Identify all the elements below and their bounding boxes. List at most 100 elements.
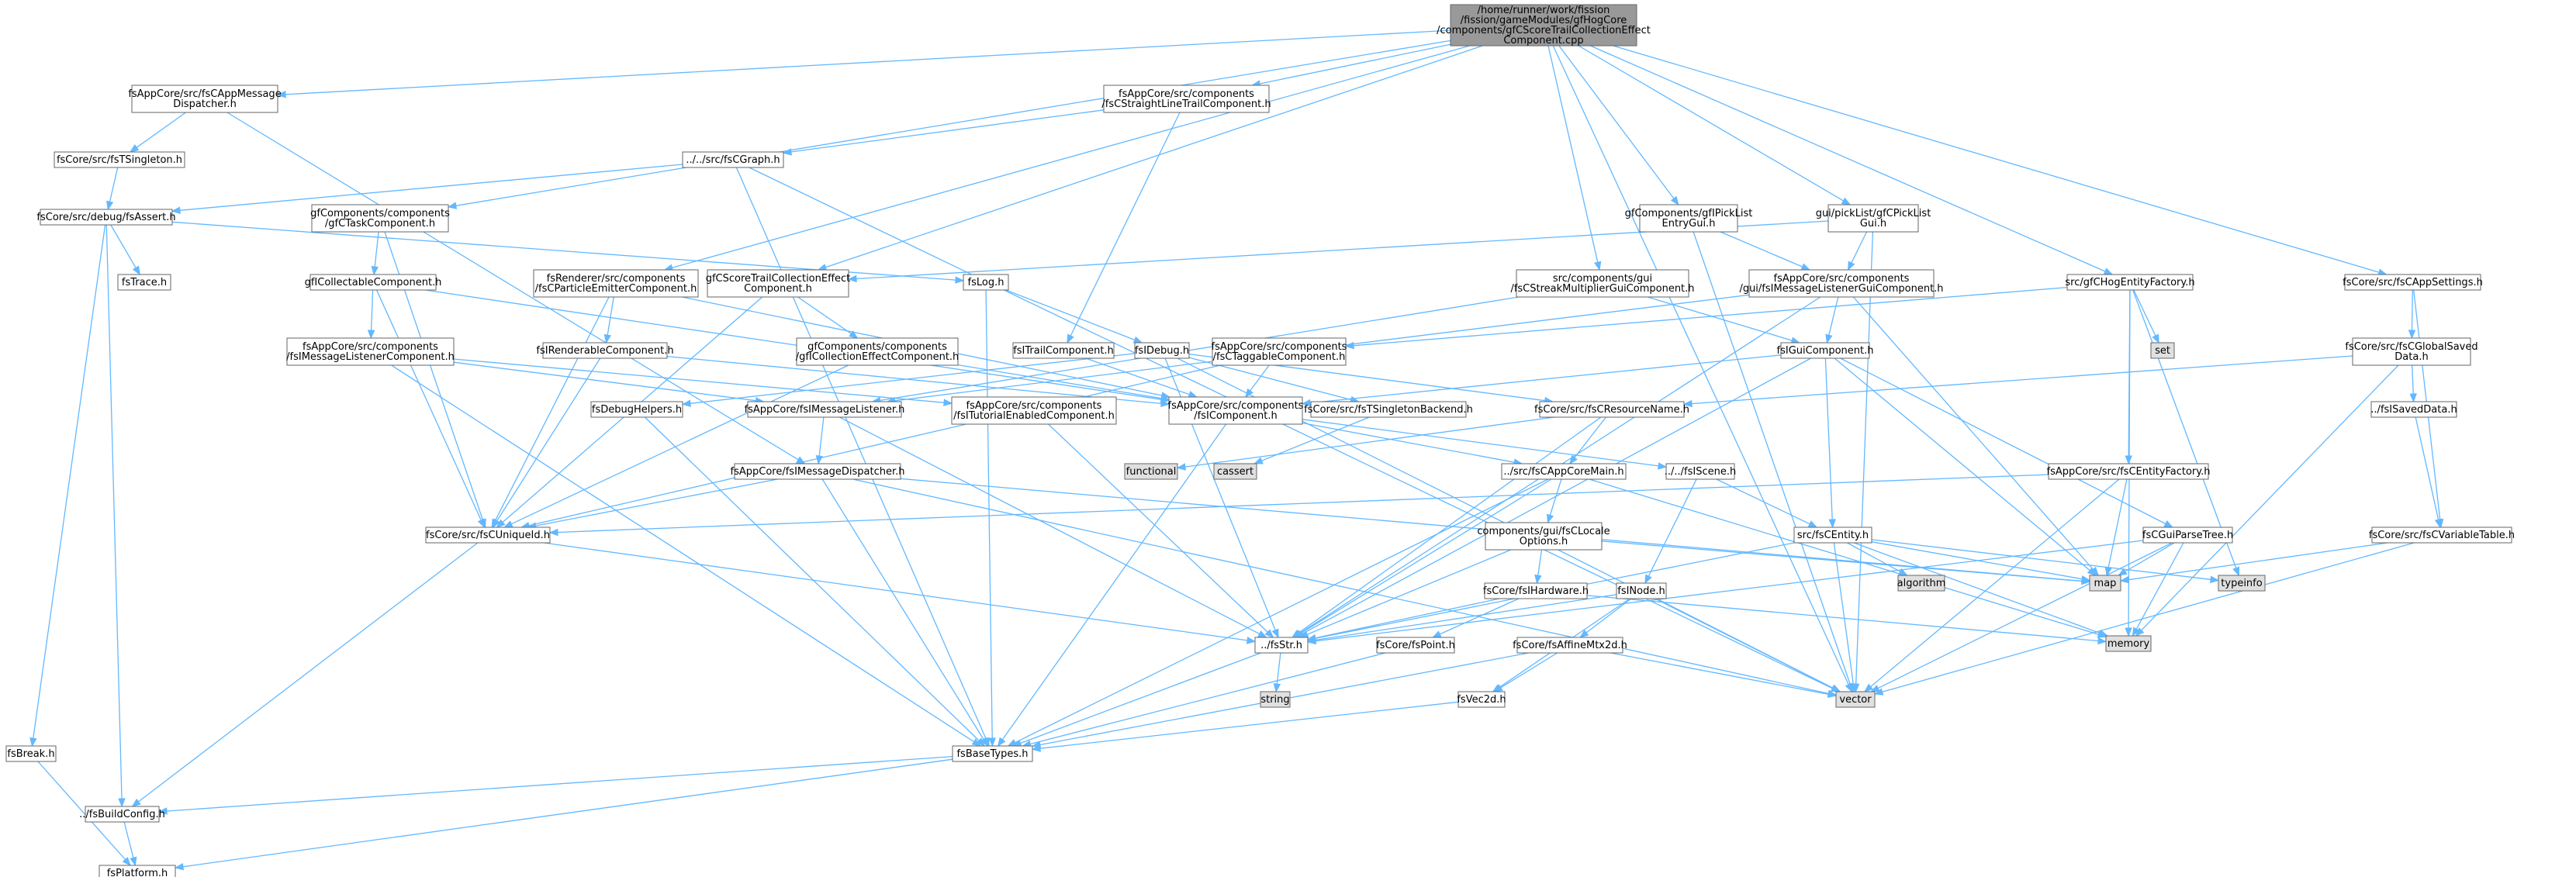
node-box — [682, 151, 784, 168]
edge-arrowhead — [847, 274, 857, 283]
node-fsbreak[interactable]: fsBreak.h — [5, 745, 57, 762]
edge-arrowhead — [943, 399, 953, 406]
edge-line — [1585, 598, 1632, 634]
node-basetypes[interactable]: fsBaseTypes.h — [952, 745, 1033, 762]
node-resourcename[interactable]: fsCore/src/fsCResourceName.h — [1534, 401, 1689, 418]
edge-line — [370, 289, 374, 331]
node-tsingleton[interactable]: fsCore/src/fsTSingleton.h — [54, 151, 185, 168]
node-msglistcomp[interactable]: fsAppCore/src/components/fsIMessageListe… — [286, 337, 455, 366]
edge-arrowhead — [1579, 629, 1589, 638]
edge-arrowhead — [122, 857, 132, 867]
node-tutorial[interactable]: fsAppCore/src/components/fsITutorialEnab… — [951, 396, 1117, 425]
edge-line — [1882, 542, 2415, 692]
node-label-line: /components/gfCScoreTrailCollectionEffec… — [1437, 25, 1651, 36]
node-debughelpers[interactable]: fsDebugHelpers.h — [590, 401, 683, 418]
edge-line — [182, 758, 953, 868]
edge-picklistentry-to-msglistgui — [1720, 231, 1811, 271]
node-centity[interactable]: src/fsCEntity.h — [1793, 527, 1872, 544]
node-label-line: fsDebugHelpers.h — [592, 404, 682, 416]
node-hogentity[interactable]: src/gfCHogEntityFactory.h — [2065, 274, 2195, 291]
node-uniqueid[interactable]: fsCore/src/fsCUniqueId.h — [425, 527, 551, 544]
node-label-line: Data.h — [2394, 351, 2428, 363]
edge-globalsaved-to-saveddata — [2409, 364, 2417, 403]
node-label-line: /fsITutorialEnabledComponent.h — [953, 410, 1115, 422]
node-collectable[interactable]: gfICollectableComponent.h — [305, 274, 442, 291]
node-box — [99, 865, 176, 877]
edge-hogentity-to-set — [2133, 289, 2159, 344]
node-saveddata[interactable]: ../fsISavedData.h — [2370, 401, 2457, 418]
node-log[interactable]: fsLog.h — [963, 274, 1009, 291]
node-debug[interactable]: fsIDebug.h — [1134, 342, 1190, 359]
node-hardware[interactable]: fsCore/fsIHardware.h — [1483, 582, 1589, 599]
node-label-line: Options.h — [1520, 536, 1568, 547]
edge-arrowhead — [131, 798, 141, 807]
node-label-line: /fsIComponent.h — [1194, 410, 1277, 422]
node-point[interactable]: fsCore/fsPoint.h — [1376, 637, 1455, 654]
node-renderable[interactable]: fsIRenderableComponent.h — [536, 342, 674, 359]
node-guiparsetree[interactable]: fsCGuiParseTree.h — [2142, 527, 2233, 544]
edge-line — [455, 40, 1451, 206]
node-label-line: /fsIMessageListenerComponent.h — [286, 351, 455, 363]
node-box — [117, 274, 171, 291]
node-trailcomp[interactable]: fsITrailComponent.h — [1012, 342, 1115, 359]
node-appsettings[interactable]: fsCore/src/fsCAppSettings.h — [2343, 274, 2483, 291]
node-straightline[interactable]: fsAppCore/src/components/fsCStraightLine… — [1101, 85, 1271, 113]
node-label-line: fsTrace.h — [122, 277, 167, 288]
node-guicomp[interactable]: fsIGuiComponent.h — [1777, 342, 1874, 359]
node-buildconfig[interactable]: ../fsBuildConfig.h — [79, 806, 165, 823]
node-label-line: fsCore/src/debug/fsAssert.h — [36, 212, 175, 223]
node-root[interactable]: /home/runner/work/fission/fission/gameMo… — [1437, 4, 1651, 47]
node-label-line: fsCore/fsIHardware.h — [1483, 585, 1589, 597]
node-msglistgui[interactable]: fsAppCore/src/components/gui/fsIMessageL… — [1739, 269, 1944, 298]
edge-arrowhead — [1873, 688, 1884, 696]
node-vec2d[interactable]: fsVec2d.h — [1457, 691, 1506, 708]
edge-line — [852, 478, 1829, 695]
edge-line — [1877, 542, 2173, 689]
node-box — [1501, 463, 1627, 480]
edge-arrowhead — [477, 518, 486, 529]
edge-straightline-to-trailcomp — [1067, 112, 1181, 344]
node-entityfactory[interactable]: fsAppCore/src/fsCEntityFactory.h — [2047, 463, 2211, 480]
node-label-line: fsVec2d.h — [1457, 694, 1506, 706]
edge-msglistcomp-to-basetypes — [391, 364, 982, 747]
node-platform[interactable]: fsPlatform.h — [99, 865, 176, 877]
node-inode[interactable]: fsINode.h — [1616, 582, 1667, 599]
node-label-line: gfComponents/components — [310, 208, 450, 219]
node-box — [1748, 269, 1935, 298]
node-trace[interactable]: fsTrace.h — [117, 274, 171, 291]
edge-arrowhead — [1306, 636, 1317, 644]
node-taggable[interactable]: fsAppCore/src/components/fsCTaggableComp… — [1212, 337, 1347, 366]
node-appcoremain[interactable]: ../src/fsCAppCoreMain.h — [1501, 463, 1627, 480]
node-streak[interactable]: src/components/gui/fsCStreakMultiplierGu… — [1510, 269, 1695, 298]
edge-line — [1015, 478, 1549, 744]
node-cgraph[interactable]: ../../src/fsCGraph.h — [682, 151, 784, 168]
node-taskcomp[interactable]: gfComponents/components/gfCTaskComponent… — [310, 204, 450, 233]
node-iscene[interactable]: ../../fsIScene.h — [1665, 463, 1736, 480]
edge-arrowhead — [2097, 637, 2107, 645]
node-variabletable[interactable]: fsCore/src/fsCVariableTable.h — [2369, 527, 2515, 544]
node-box — [1376, 637, 1455, 654]
node-assert[interactable]: fsCore/src/debug/fsAssert.h — [36, 209, 176, 226]
node-icomponent[interactable]: fsAppCore/src/components/fsIComponent.h — [1168, 396, 1304, 425]
node-msgdisp[interactable]: fsAppCore/fsIMessageDispatcher.h — [731, 463, 905, 480]
node-box — [1827, 204, 1919, 233]
edge-arrowhead — [1031, 744, 1041, 752]
edge-line — [138, 542, 479, 803]
edge-vec2d-to-basetypes — [1031, 701, 1459, 752]
node-singletonbackend[interactable]: fsCore/src/fsTSingletonBackend.h — [1304, 401, 1473, 418]
edge-line — [1184, 416, 1554, 468]
node-collectioneffect[interactable]: gfComponents/components/gfICollectionEff… — [796, 337, 960, 366]
node-str[interactable]: ../fsStr.h — [1254, 637, 1309, 654]
node-particle[interactable]: fsRenderer/src/components/fsCParticleEmi… — [533, 269, 699, 298]
node-label-line: fsCore/src/fsTSingletonBackend.h — [1304, 404, 1473, 416]
edge-line — [821, 478, 984, 740]
node-msglistener[interactable]: fsAppCore/fsIMessageListener.h — [745, 401, 905, 418]
node-affine[interactable]: fsCore/fsAffineMtx2d.h — [1513, 637, 1627, 654]
edge-arrowhead — [1547, 513, 1554, 524]
